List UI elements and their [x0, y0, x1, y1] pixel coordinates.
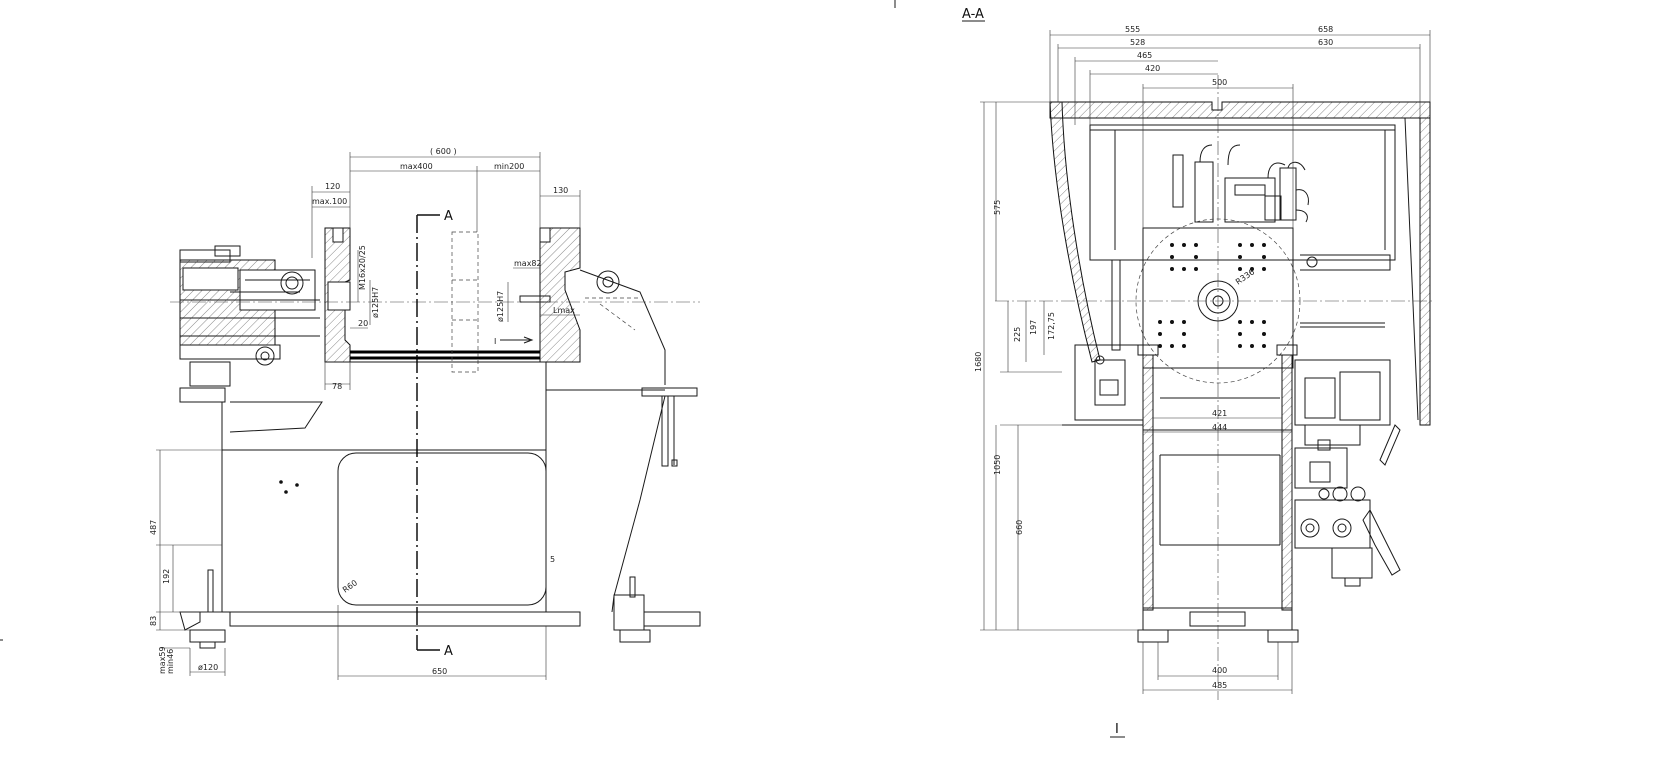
right-column	[1281, 354, 1293, 611]
right-guard	[1419, 117, 1431, 426]
dim-172: 172,75	[1047, 312, 1056, 340]
actuator-assembly	[179, 245, 320, 403]
dim-660: 660	[1015, 520, 1024, 535]
top-cover	[1049, 101, 1431, 119]
right-support	[546, 387, 701, 643]
dim-197: 197	[1029, 320, 1038, 335]
dim-575: 575	[993, 200, 1002, 215]
dim-192: 192	[162, 569, 171, 584]
dim-500: 500	[1212, 78, 1227, 87]
dim-max59: max59	[158, 646, 167, 674]
control-panel-frame	[1089, 124, 1396, 261]
dim-444: 444	[1212, 423, 1227, 432]
flow-label: I	[494, 337, 496, 346]
dim-max82: max82	[514, 259, 542, 268]
left-dimensions: ( 600 ) max400 min200 120 max.100 130 M1…	[149, 147, 581, 680]
dim-650: 650	[432, 667, 447, 676]
dim-r60: R60	[341, 578, 359, 594]
section-mark-top: A	[444, 209, 453, 224]
dim-lmax: Lmax	[553, 306, 575, 315]
dim-1050: 1050	[993, 455, 1002, 475]
hydraulic-valve-block	[1294, 359, 1401, 587]
dim-555: 555	[1125, 25, 1140, 34]
left-column	[1142, 354, 1154, 611]
dim-5: 5	[550, 555, 555, 564]
machine-base	[179, 361, 581, 649]
dim-min46: min46	[166, 649, 175, 674]
dim-max400: max400	[400, 162, 433, 171]
dim-120: 120	[325, 182, 340, 191]
dim-630: 630	[1318, 38, 1333, 47]
section-title: A-A	[962, 7, 984, 22]
section-view-a-a: A-A	[962, 7, 1435, 738]
dim-78: 78	[332, 382, 342, 391]
dim-487: 487	[149, 520, 158, 535]
left-side-equipment	[1062, 259, 1144, 426]
dim-min200: min200	[494, 162, 524, 171]
view-label: I	[1115, 722, 1119, 737]
section-mark-bottom: A	[444, 644, 453, 659]
dim-600: ( 600 )	[430, 147, 457, 156]
dim-20: 20	[358, 319, 368, 328]
lower-frame	[1142, 429, 1293, 631]
right-platen	[539, 227, 581, 363]
dim-m16: M16x20/25	[358, 245, 367, 290]
dim-400: 400	[1212, 666, 1227, 675]
dim-phi125-left: ø125H7	[371, 287, 380, 318]
dim-421: 421	[1212, 409, 1227, 418]
dim-658: 658	[1318, 25, 1333, 34]
side-view: A A I ( 600 ) max400 min200 120 max.100 …	[149, 147, 701, 680]
dim-528: 528	[1130, 38, 1145, 47]
dim-83: 83	[149, 616, 158, 626]
dim-r336: R336	[1234, 267, 1256, 286]
dim-max100: max.100	[312, 197, 347, 206]
dim-phi120: ø120	[198, 663, 218, 672]
dim-1680: 1680	[974, 352, 983, 372]
dim-225: 225	[1013, 327, 1022, 342]
dim-465: 465	[1137, 51, 1152, 60]
right-dimensions: 555 658 528 630 465 420 500 1680	[974, 25, 1431, 694]
dim-420: 420	[1145, 64, 1160, 73]
dim-130: 130	[553, 186, 568, 195]
dim-485: 485	[1212, 681, 1227, 690]
bolt-pattern	[1158, 243, 1266, 348]
dim-phi125-right: ø125H7	[496, 291, 505, 322]
left-guard	[1049, 101, 1101, 363]
hydraulic-fittings	[1172, 144, 1309, 223]
